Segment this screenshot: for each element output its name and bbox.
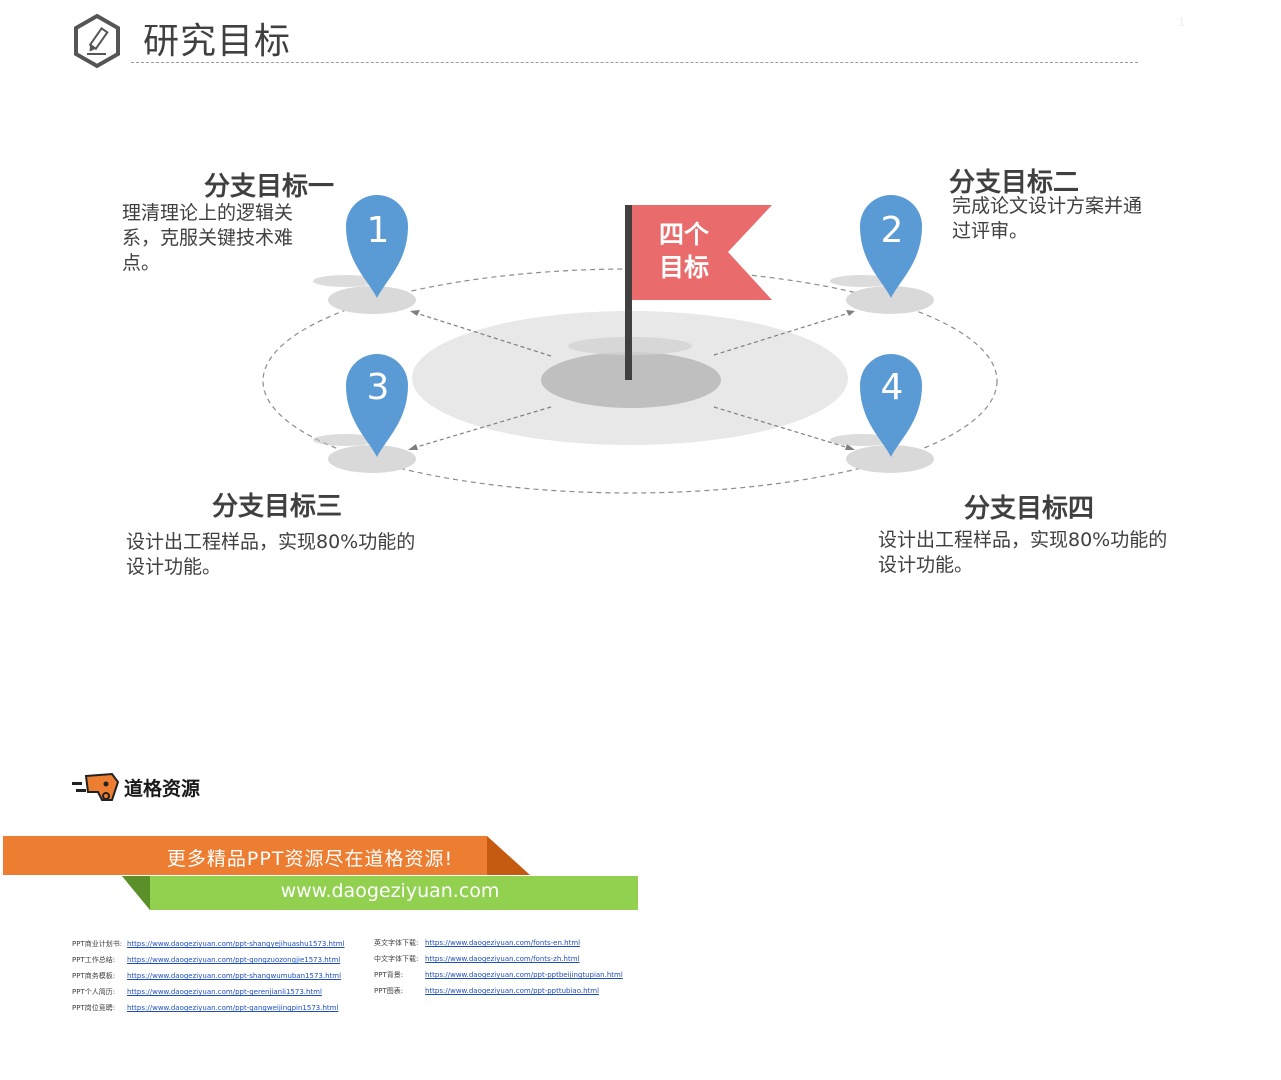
resource-link[interactable]: https://www.daogeziyuan.com/ppt-gerenjia… xyxy=(127,988,322,996)
resource-link[interactable]: https://www.daogeziyuan.com/ppt-shangwum… xyxy=(127,972,342,980)
goal-3-title: 分支目标三 xyxy=(212,492,343,522)
goal-2-title: 分支目标二 xyxy=(949,168,1080,198)
resource-links-right: 英文字体下载: https://www.daogeziyuan.com/fonts… xyxy=(374,935,623,999)
resource-link[interactable]: https://www.daogeziyuan.com/fonts-zh.htm… xyxy=(425,955,580,963)
link-row: PPT图表: https://www.daogeziyuan.com/ppt-pp… xyxy=(374,983,623,999)
goal-1-description: 理清理论上的逻辑关系，克服关键技术难点。 xyxy=(122,202,294,274)
pin-shadow-2 xyxy=(830,275,894,287)
link-label: PPT商务模板: xyxy=(72,972,116,980)
arrowhead-1 xyxy=(410,310,420,316)
pencil-hexagon-icon xyxy=(74,13,120,69)
pin-4 xyxy=(860,354,922,457)
arrowhead-2 xyxy=(846,310,855,316)
pin-3 xyxy=(346,354,408,457)
link-row: PPT背景: https://www.daogeziyuan.com/ppt-pp… xyxy=(374,967,623,983)
link-label: 英文字体下载: xyxy=(374,939,419,947)
flag-banner xyxy=(632,205,772,300)
pin-shadow-4 xyxy=(830,434,894,446)
arrowhead-4 xyxy=(845,444,855,450)
banner-line-1: 更多精品PPT资源尽在道格资源! xyxy=(166,848,454,870)
flag-text-line2: 目标 xyxy=(659,253,709,282)
pin-base-3 xyxy=(328,445,416,473)
arrow-to-goal-4 xyxy=(713,406,850,449)
resource-link[interactable]: https://www.daogeziyuan.com/ppt-pptbeiji… xyxy=(425,971,623,979)
pin-2 xyxy=(860,195,922,298)
resource-link[interactable]: https://www.daogeziyuan.com/ppt-shangyej… xyxy=(127,940,345,948)
pin-number-3: 3 xyxy=(367,367,390,408)
goal-4-title: 分支目标四 xyxy=(964,494,1095,524)
flag-pole xyxy=(625,205,632,380)
arrow-to-goal-3 xyxy=(412,406,552,449)
link-row: PPT工作总结: https://www.daogeziyuan.com/ppt-… xyxy=(72,952,345,968)
goals-diagram: 四个 目标 1 2 3 4 xyxy=(262,195,998,494)
arrowhead-3 xyxy=(408,444,418,450)
goal-2-description: 完成论文设计方案并通过评审。 xyxy=(952,195,1143,242)
pin-base-2 xyxy=(846,286,934,314)
logo-text: 道格资源 xyxy=(124,778,201,800)
link-row: 英文字体下载: https://www.daogeziyuan.com/fonts… xyxy=(374,935,623,951)
pin-base-4 xyxy=(846,445,934,473)
pin-number-2: 2 xyxy=(881,210,904,251)
pin-1 xyxy=(346,195,408,298)
resource-link[interactable]: https://www.daogeziyuan.com/ppt-ppttubia… xyxy=(425,987,600,995)
link-row: PPT岗位竞聘: https://www.daogeziyuan.com/ppt-… xyxy=(72,1000,345,1016)
banner-website-link[interactable]: www.daogeziyuan.com xyxy=(280,880,500,902)
title-divider xyxy=(131,62,1138,63)
resource-link[interactable]: https://www.daogeziyuan.com/fonts-en.htm… xyxy=(425,939,581,947)
link-label: PPT图表: xyxy=(374,987,404,995)
pin-shadow-1 xyxy=(313,275,377,287)
pin-number-1: 1 xyxy=(367,210,390,251)
pin-number-4: 4 xyxy=(881,367,904,408)
page-title: 研究目标 xyxy=(143,21,292,62)
page-number: 1 xyxy=(1178,16,1185,29)
goal-1-title: 分支目标一 xyxy=(204,172,335,202)
promo-banner xyxy=(3,836,638,910)
flag-text-line1: 四个 xyxy=(659,220,710,249)
link-row: 中文字体下载: https://www.daogeziyuan.com/fonts… xyxy=(374,951,623,967)
arrow-to-goal-1 xyxy=(415,312,552,357)
link-label: PPT背景: xyxy=(374,971,404,979)
link-label: PPT个人简历: xyxy=(72,988,116,996)
link-label: PPT岗位竞聘: xyxy=(72,1004,116,1012)
link-label: PPT商业计划书: xyxy=(72,940,123,948)
link-label: 中文字体下载: xyxy=(374,955,419,963)
daoge-logo-icon xyxy=(72,772,120,801)
link-row: PPT商务模板: https://www.daogeziyuan.com/ppt-… xyxy=(72,968,345,984)
pin-shadow-3 xyxy=(313,434,377,446)
link-row: PPT个人简历: https://www.daogeziyuan.com/ppt-… xyxy=(72,984,345,1000)
arrow-to-goal-2 xyxy=(713,312,850,356)
goal-4-description: 设计出工程样品，实现80%功能的设计功能。 xyxy=(878,529,1168,576)
resource-link[interactable]: https://www.daogeziyuan.com/ppt-gangweij… xyxy=(127,1004,339,1012)
link-label: PPT工作总结: xyxy=(72,956,116,964)
resource-link[interactable]: https://www.daogeziyuan.com/ppt-gongzuoz… xyxy=(127,956,341,964)
link-row: PPT商业计划书: https://www.daogeziyuan.com/ppt… xyxy=(72,936,345,952)
resource-links-left: PPT商业计划书: https://www.daogeziyuan.com/ppt… xyxy=(72,936,345,1016)
pin-base-1 xyxy=(328,286,416,314)
goal-3-description: 设计出工程样品，实现80%功能的设计功能。 xyxy=(126,531,416,578)
